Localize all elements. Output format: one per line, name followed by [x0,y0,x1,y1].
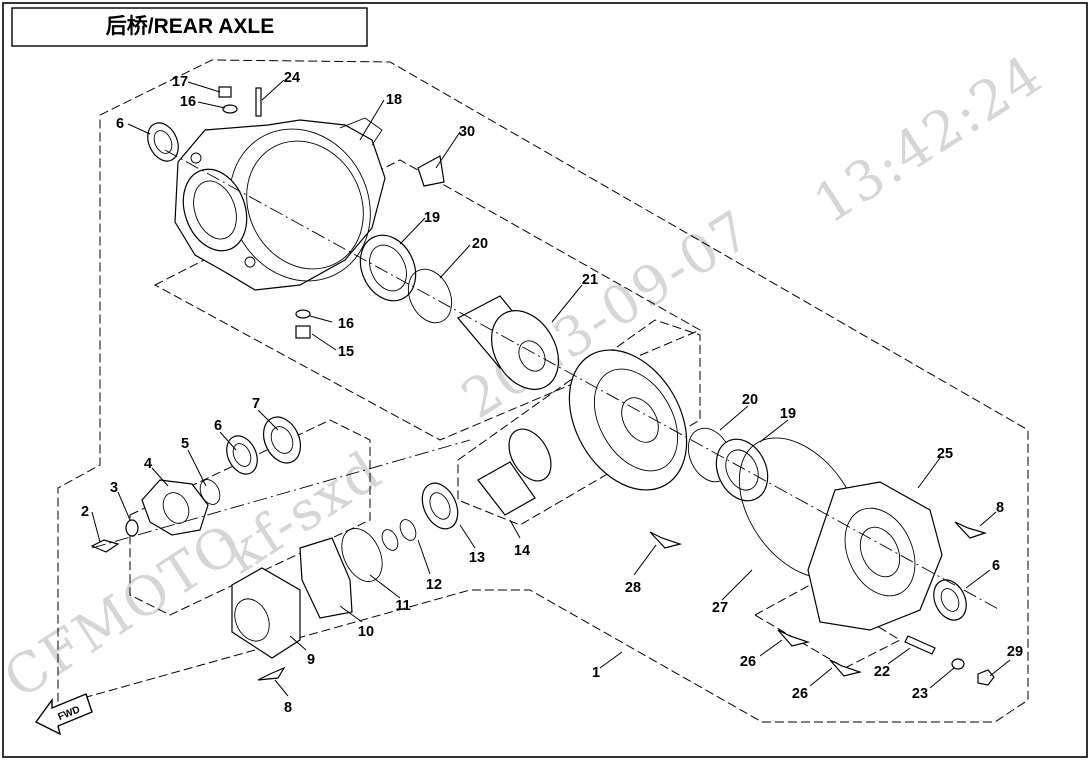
rear-cover [807,481,943,631]
callout-23: 23 [912,686,928,702]
assembly-boundary [57,59,1029,723]
drain-plug-bottom [295,309,311,339]
callout-3: 3 [110,480,118,496]
callout-22: 22 [874,664,890,680]
fwd-arrow-icon: FWD [34,693,93,736]
pinion-gear [477,428,552,516]
callout-10: 10 [358,624,374,640]
callout-17: 17 [172,74,188,90]
washer-23 [951,658,965,670]
callout-16-bottom: 16 [338,316,354,332]
callout-29: 29 [1007,644,1023,660]
callout-7: 7 [252,396,260,412]
callout-21: 21 [582,272,598,288]
callout-11: 11 [395,598,410,614]
drain-plug-top [218,86,238,114]
watermark-time: 13:42:24 [803,42,1054,236]
bolt-28 [649,531,683,549]
callout-9: 9 [307,652,315,668]
callout-19-top: 19 [424,210,440,226]
callout-18: 18 [386,92,402,108]
washer [125,519,139,537]
cover-bolt-group [753,584,902,669]
flange [141,479,209,536]
callout-6-right: 6 [992,558,1000,574]
bearing-right [715,438,769,502]
axis-line-main [164,149,1001,611]
bolt-8-bottom [257,666,286,681]
callout-1: 1 [592,665,600,681]
callout-8-bottom: 8 [284,700,292,716]
callout-8-right: 8 [996,500,1004,516]
id-plate [417,155,445,187]
diagram-title: 后桥/REAR AXLE [106,14,274,38]
callout-2: 2 [81,504,89,520]
bearing-input [262,416,302,464]
shim-12a [381,529,399,551]
gasket [299,537,353,619]
axle-housing [174,117,386,291]
callout-6-top: 6 [116,116,124,132]
callout-26-upper: 26 [740,654,756,670]
bolt-2 [90,539,120,553]
callout-labels: 1 2 3 4 5 6 6 6 7 8 8 9 10 11 12 13 14 1… [81,70,1023,716]
bolt-8-right [954,521,988,539]
callout-20-top: 20 [472,236,488,252]
leader-lines [91,79,1011,697]
callout-24: 24 [284,70,300,86]
callout-15: 15 [338,344,354,360]
bearing-housing [231,567,301,659]
callout-19-right: 19 [780,406,796,422]
bearing-top [359,234,417,302]
callout-20-right: 20 [742,392,758,408]
oil-seal-middle [226,435,258,475]
callout-5: 5 [181,436,189,452]
axis-line-input [91,439,471,549]
bolt-26a [777,629,811,647]
shim-12b [399,519,417,541]
title-box: 后桥/REAR AXLE [11,7,368,47]
callout-12: 12 [426,577,442,593]
callout-14: 14 [514,543,530,559]
differential-assembly [457,295,560,390]
callout-30: 30 [459,124,475,140]
callout-25: 25 [937,446,953,462]
oil-seal-top [147,122,179,162]
input-group-boundary [129,419,371,616]
callout-4: 4 [144,456,152,472]
ring-gear [568,349,688,491]
bolt-26b [829,659,863,677]
callout-6-mid: 6 [214,418,222,434]
watermark-brand: CFMOTO [0,511,254,711]
nut-29 [977,669,995,686]
bearing-pinion [421,482,459,530]
callout-28: 28 [625,580,641,596]
o-ring [341,528,383,582]
callout-13: 13 [469,550,485,566]
shim-top [407,268,453,324]
callout-16-top: 16 [180,94,196,110]
o-ring-5 [199,479,221,505]
pinion-group-boundary [457,319,701,526]
callout-27: 27 [712,600,728,616]
oil-seal-right [933,579,967,621]
callout-26-lower: 26 [792,686,808,702]
stud [255,87,262,117]
stud-22 [904,635,936,655]
